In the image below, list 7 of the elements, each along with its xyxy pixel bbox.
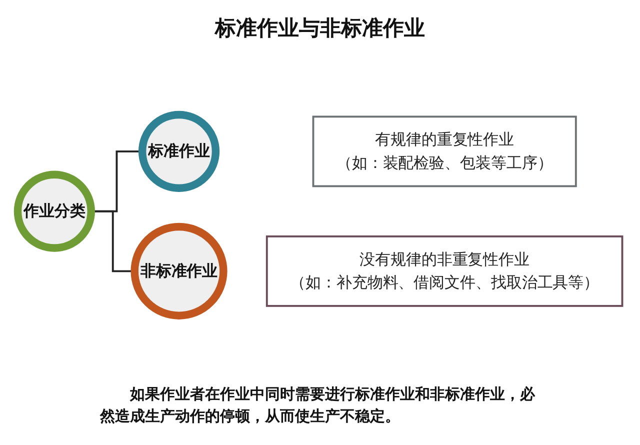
description-box: 没有规律的非重复性作业 （如：补充物料、借阅文件、找取治工具等） [266,235,624,307]
category-circle: 标准作业 [138,110,220,192]
diagram-title: 标准作业与非标准作业 [215,15,425,42]
category-circle: 非标准作业 [130,222,228,320]
connector-line [92,210,134,272]
description-box: 有规律的重复性作业 （如：装配检验、包装等工序） [312,116,577,187]
caption: 如果作业者在作业中同时需要进行标准作业和非标准作业，必然造成生产动作的停顿，从而使生产不稳定。 [100,384,536,427]
